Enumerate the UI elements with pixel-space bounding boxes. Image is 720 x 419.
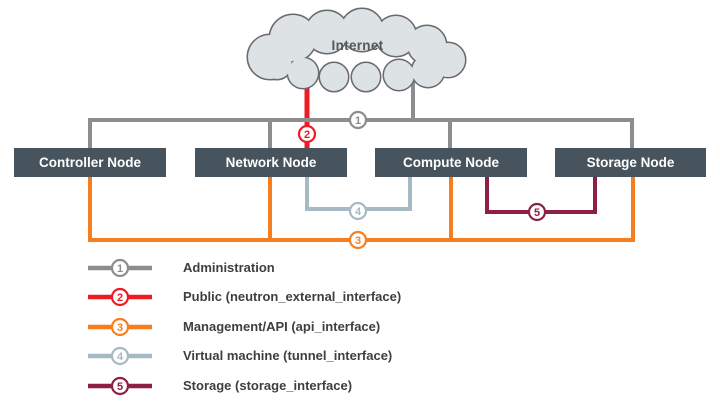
node-controller: Controller Node: [14, 148, 166, 177]
svg-text:4: 4: [355, 206, 362, 218]
legend-item-public: 2 Public (neutron_external_interface): [87, 287, 401, 307]
svg-text:1: 1: [355, 115, 361, 127]
legend-swatch-storage-icon: 5: [88, 376, 152, 395]
legend-swatch-virtual-machine-icon: 4: [88, 347, 152, 366]
badge-virtual-machine: 4: [348, 201, 368, 221]
legend-label-management: Management/API (api_interface): [183, 318, 381, 334]
svg-text:2: 2: [304, 129, 310, 141]
legend-label-storage: Storage (storage_interface): [183, 377, 353, 393]
badge-management: 3: [348, 230, 368, 250]
svg-text:1: 1: [117, 263, 123, 275]
svg-text:2: 2: [117, 292, 123, 304]
svg-text:3: 3: [117, 322, 123, 334]
svg-text:4: 4: [117, 351, 124, 363]
legend-label-public: Public (neutron_external_interface): [183, 289, 402, 305]
node-network-label: Network Node: [225, 155, 317, 170]
legend-label-administration: Administration: [183, 260, 275, 275]
svg-text:3: 3: [355, 235, 361, 247]
node-compute-label: Compute Node: [403, 155, 499, 170]
legend-swatch-public-icon: 2: [88, 288, 152, 307]
legend-item-virtual-machine: 4 Virtual machine (tunnel_interface): [87, 346, 401, 366]
legend-item-management: 3 Management/API (api_interface): [87, 317, 401, 337]
badge-administration: 1: [348, 110, 368, 130]
badge-storage: 5: [527, 202, 547, 222]
badge-public: 2: [297, 124, 317, 144]
legend-swatch-administration-icon: 1: [88, 258, 152, 278]
node-controller-label: Controller Node: [38, 155, 141, 170]
legend-item-administration: 1 Administration: [87, 258, 401, 278]
legend-item-storage: 5 Storage (storage_interface): [87, 376, 401, 396]
svg-text:5: 5: [117, 381, 123, 393]
svg-text:5: 5: [534, 207, 540, 219]
node-storage: Storage Node: [555, 148, 706, 177]
node-compute: Compute Node: [375, 148, 527, 177]
node-storage-label: Storage Node: [586, 155, 675, 170]
legend-label-virtual-machine: Virtual machine (tunnel_interface): [183, 348, 393, 364]
internet-label: Internet: [331, 38, 384, 53]
legend: 1 Administration 2 Public (neutron_exter…: [87, 258, 401, 396]
node-network: Network Node: [195, 148, 347, 177]
legend-swatch-management-icon: 3: [88, 317, 152, 336]
